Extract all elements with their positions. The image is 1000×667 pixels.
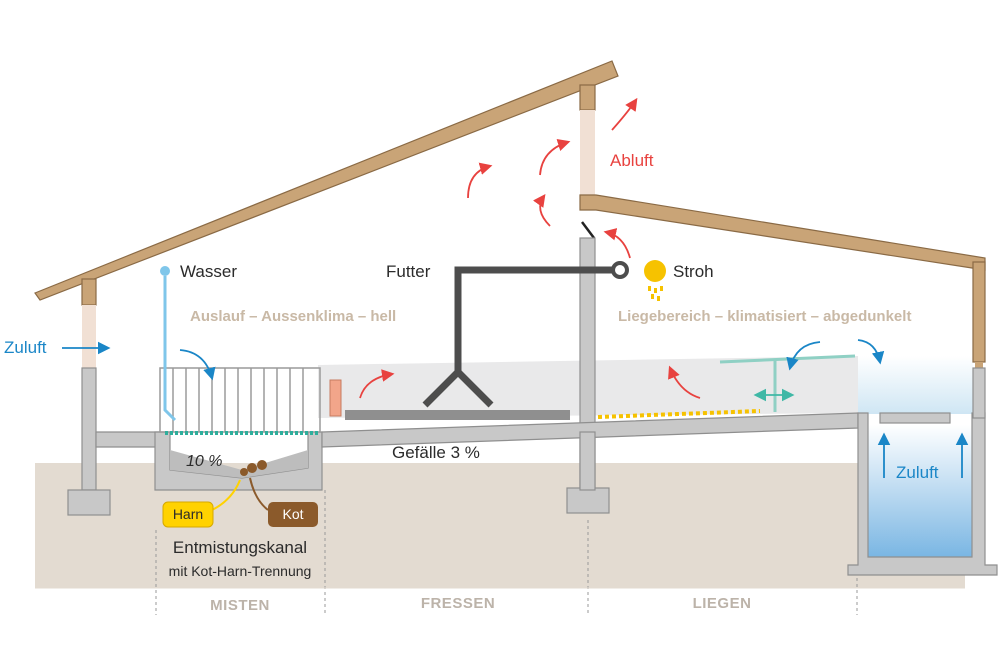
- floor-slab-left: [95, 431, 161, 448]
- outdoor-fence: [159, 367, 321, 433]
- zone-dividers: [155, 490, 858, 615]
- label-kot: Kot: [282, 506, 303, 522]
- right-eave-post: [972, 261, 986, 363]
- manure-lump: [257, 460, 267, 470]
- water-drop-icon: [160, 266, 170, 276]
- roof-left: [34, 60, 619, 301]
- middle-footing: [566, 487, 610, 514]
- ridge-post-top: [579, 84, 596, 111]
- manure-tag: [268, 502, 318, 527]
- label-gefaelle: Gefälle 3 %: [392, 443, 480, 462]
- label-abluft: Abluft: [610, 151, 654, 170]
- zone-label-misten: MISTEN: [210, 597, 270, 614]
- exhaust-damper-flap: [581, 221, 595, 239]
- zone-label-liegen: LIEGEN: [693, 595, 752, 612]
- right-eave-post-lower: [975, 362, 983, 370]
- label-zuluft-left: Zuluft: [4, 338, 47, 357]
- left-wall: [81, 367, 97, 491]
- air-pit-walls: [847, 412, 998, 576]
- urine-tag: [162, 501, 214, 528]
- exhaust-air-arrows: [359, 97, 701, 399]
- zone-label-fressen: FRESSEN: [421, 595, 495, 612]
- label-futter: Futter: [386, 262, 431, 281]
- heater-element: [329, 379, 342, 417]
- fresh-air-arrows: [62, 339, 969, 478]
- air-pit: [868, 425, 972, 557]
- label-channel-slope: 10 %: [186, 453, 222, 470]
- manure-lump: [247, 463, 257, 473]
- pit-cover-left: [879, 412, 951, 424]
- exhaust-shaft: [580, 110, 595, 195]
- right-fresh-air-zone: [858, 356, 973, 414]
- left-eave-post: [81, 278, 97, 306]
- manure-lump: [240, 468, 248, 476]
- feed-dispenser: [422, 369, 494, 408]
- straw-drips-icon: [648, 286, 663, 301]
- feed-pipe: [454, 266, 620, 372]
- roof-right: [579, 194, 986, 271]
- left-footing: [67, 489, 111, 516]
- feed-pipe-joint: [611, 261, 629, 279]
- feed-table: [345, 410, 570, 420]
- label-liegebereich: Liegebereich – klimatisiert – abgedunkel…: [618, 308, 911, 325]
- right-wall-upper: [972, 367, 986, 419]
- straw-sun-icon: [644, 260, 666, 282]
- label-auslauf: Auslauf – Aussenklima – hell: [190, 308, 396, 325]
- water-pipe: [163, 276, 177, 422]
- channel-slope: [170, 450, 308, 478]
- label-channel-subtitle: mit Kot-Harn-Trennung: [169, 563, 312, 579]
- label-wasser: Wasser: [180, 262, 237, 281]
- urine-line: [211, 479, 241, 511]
- label-channel-title: Entmistungskanal: [173, 538, 307, 557]
- left-air-inlet-gap: [82, 305, 96, 370]
- label-stroh: Stroh: [673, 262, 714, 281]
- label-zuluft-right: Zuluft: [896, 463, 939, 482]
- straw-bedding: [597, 409, 761, 419]
- label-harn: Harn: [173, 506, 203, 522]
- manure-line: [249, 477, 269, 511]
- middle-column-lower: [579, 431, 596, 491]
